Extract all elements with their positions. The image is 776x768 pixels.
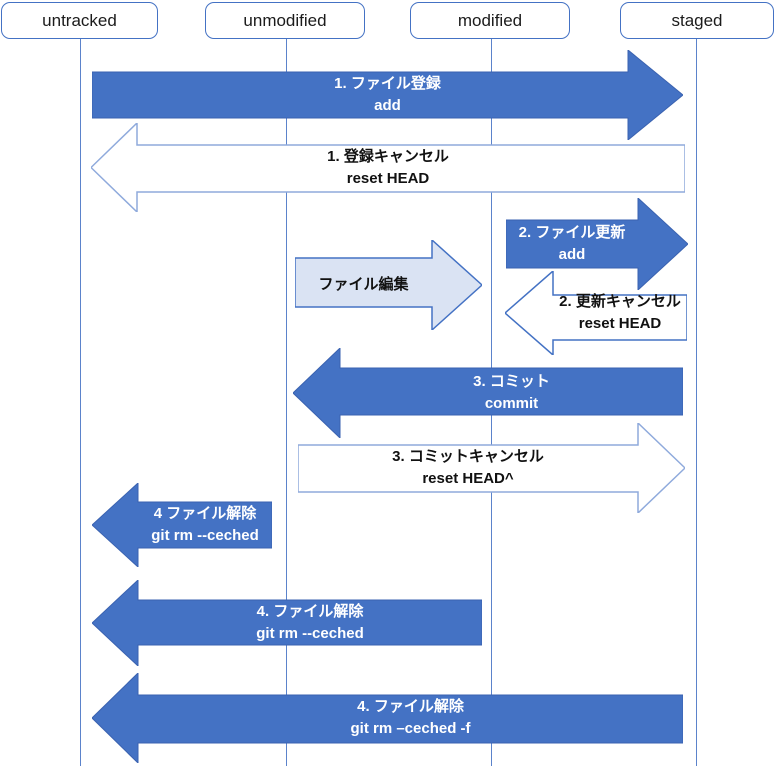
arrow-update-cancel: 2. 更新キャンセル reset HEAD <box>505 271 687 355</box>
right-arrow-shape <box>295 240 482 330</box>
state-box-modified: modified <box>410 2 570 39</box>
arrow-register-cancel: 1. 登録キャンセル reset HEAD <box>91 123 685 212</box>
arrow-label-line1: 4. ファイル解除 <box>357 698 464 715</box>
arrow-label: ファイル編集 <box>295 240 482 330</box>
lifeline-unmodified <box>286 39 288 766</box>
arrow-label-line1: 3. コミットキャンセル <box>392 448 544 465</box>
arrow-label-line2: reset HEAD^ <box>422 470 514 487</box>
arrow-label: 2. ファイル更新 add <box>506 198 688 290</box>
arrow-commit: 3. コミット commit <box>293 348 683 438</box>
arrow-unregister-modified: 4. ファイル解除 git rm --ceched <box>92 580 482 666</box>
arrow-label-line1: 4. ファイル解除 <box>256 603 364 620</box>
arrow-unregister-unmodified: 4 ファイル解除 git rm --ceched <box>92 483 272 567</box>
arrow-label: 3. コミットキャンセル reset HEAD^ <box>298 423 685 513</box>
arrow-label-line2: reset HEAD <box>346 169 430 187</box>
arrow-label-line2: git rm --ceched <box>151 527 259 544</box>
right-arrow-shape <box>92 50 683 140</box>
arrow-label: 4. ファイル解除 git rm –ceched -f <box>92 673 683 763</box>
arrow-label-line2: add <box>558 246 586 263</box>
state-label: modified <box>457 10 523 30</box>
state-label: untracked <box>42 10 117 30</box>
arrow-unregister-staged: 4. ファイル解除 git rm –ceched -f <box>92 673 683 763</box>
state-label: staged <box>671 10 723 30</box>
arrow-label-line1: 1. ファイル登録 <box>334 75 441 92</box>
arrow-label: 4. ファイル解除 git rm --ceched <box>92 580 482 666</box>
lifeline-untracked <box>80 39 82 766</box>
arrow-label: 4 ファイル解除 git rm --ceched <box>92 483 272 567</box>
left-arrow-shape <box>92 483 272 567</box>
left-arrow-shape <box>92 673 683 763</box>
right-arrow-shape <box>298 423 685 513</box>
arrow-label: 3. コミット commit <box>293 348 683 438</box>
arrow-label-line1: 4 ファイル解除 <box>153 505 257 522</box>
arrow-label-line2: add <box>374 97 401 114</box>
arrow-label-line2: git rm –ceched -f <box>350 720 471 737</box>
left-arrow-shape <box>505 271 687 355</box>
state-label: unmodified <box>243 10 327 30</box>
lifeline-staged <box>696 39 698 766</box>
arrow-label: 1. ファイル登録 add <box>92 50 683 140</box>
arrow-file-update: 2. ファイル更新 add <box>506 198 688 290</box>
left-arrow-shape <box>293 348 683 438</box>
left-arrow-shape <box>92 580 482 666</box>
state-box-untracked: untracked <box>1 2 158 39</box>
arrow-file-register: 1. ファイル登録 add <box>92 50 683 140</box>
arrow-file-edit: ファイル編集 <box>295 240 482 330</box>
arrow-label-line1: ファイル編集 <box>318 276 409 293</box>
state-box-staged: staged <box>620 2 774 39</box>
left-arrow-shape <box>91 123 685 212</box>
arrow-label-line1: 2. 更新キャンセル <box>559 293 681 310</box>
state-box-unmodified: unmodified <box>205 2 365 39</box>
arrow-label-line2: git rm --ceched <box>256 625 364 642</box>
arrow-commit-cancel: 3. コミットキャンセル reset HEAD^ <box>298 423 685 513</box>
arrow-label-line2: commit <box>484 395 539 412</box>
arrow-label: 2. 更新キャンセル reset HEAD <box>505 271 687 355</box>
arrow-label-line1: 3. コミット <box>473 373 550 390</box>
arrow-label: 1. 登録キャンセル reset HEAD <box>91 123 685 212</box>
arrow-label-line1: 1. 登録キャンセル <box>327 147 449 165</box>
right-arrow-shape <box>506 198 688 290</box>
arrow-label-line2: reset HEAD <box>578 315 662 332</box>
arrow-label-line1: 2. ファイル更新 <box>518 224 626 241</box>
